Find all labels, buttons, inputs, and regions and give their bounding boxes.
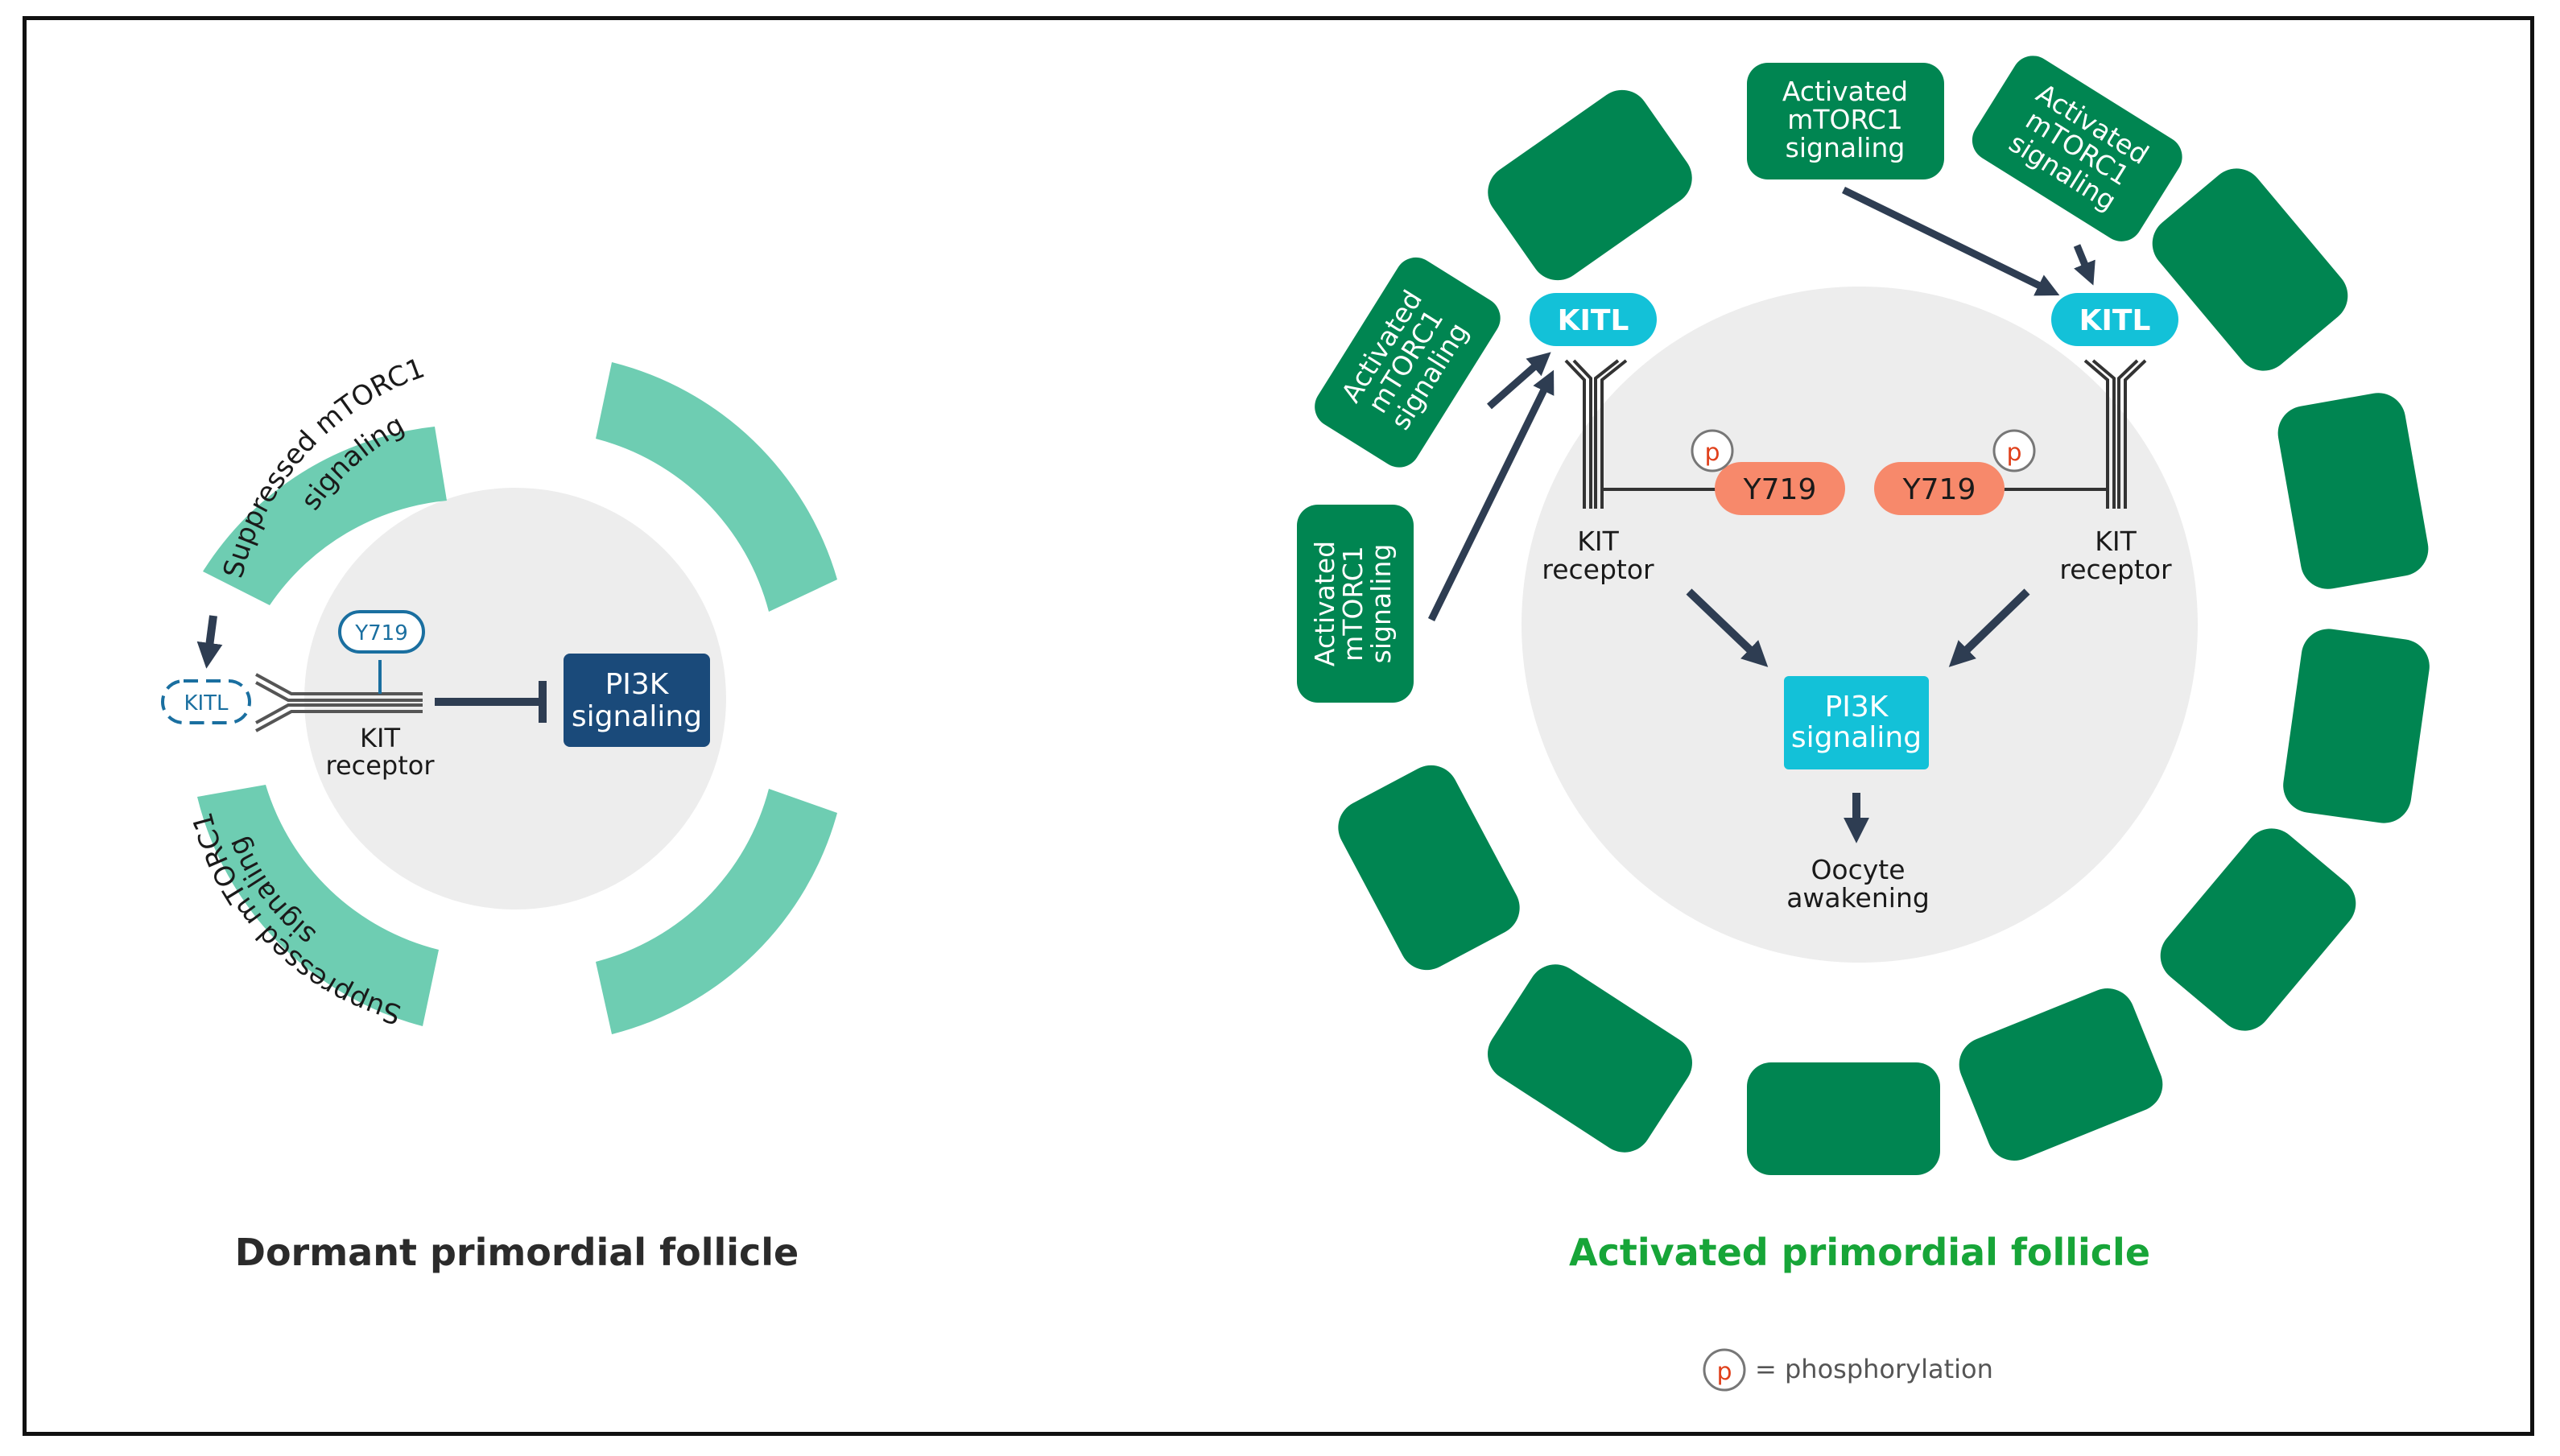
legend-phospho-icon xyxy=(1703,1348,1746,1392)
oocyte-awakening-label: Oocyte xyxy=(1811,854,1905,885)
granulosa-cell xyxy=(1747,1062,1940,1175)
kitl-badge-right xyxy=(2051,293,2178,346)
activated-pi3k-label-2: signaling xyxy=(1791,721,1922,754)
oocyte-awakening-label-2: awakening xyxy=(1786,882,1930,914)
kit-label-right-2: receptor xyxy=(2059,554,2172,585)
y719-badge-right xyxy=(1874,462,2005,515)
y719-label-right: Y719 xyxy=(1902,473,1976,506)
activated-title: Activated primordial follicle xyxy=(1569,1231,2150,1274)
granulosa-cell xyxy=(1488,89,1692,281)
kit-label-left-2: receptor xyxy=(1542,554,1654,585)
arrow-mtorc1-to-kitl xyxy=(1842,186,2060,296)
svg-text:mTORC1: mTORC1 xyxy=(1337,546,1369,662)
dormant-title: Dormant primordial follicle xyxy=(235,1231,799,1274)
dormant-kit-receptor-label-2: receptor xyxy=(325,750,435,781)
dormant-kitl-badge xyxy=(161,679,251,724)
activated-pi3k-box xyxy=(1784,676,1929,769)
y719-badge-left xyxy=(1715,462,1845,515)
mtorc1-cell-top-right: Activated mTORC1 signaling xyxy=(1972,56,2182,241)
phospho-label-left: p xyxy=(1704,439,1720,467)
mtorc1-cell-left-lower: Activated mTORC1 signaling xyxy=(1297,505,1414,703)
granulosa-cell xyxy=(2283,629,2430,823)
dormant-follicle: Suppressed mTORC1 signaling Suppressed m… xyxy=(161,352,837,1274)
arrow-mtorc1-to-kitl xyxy=(1487,352,1551,410)
y719-label-left: Y719 xyxy=(1743,473,1817,506)
kitl-badge-left xyxy=(1530,293,1657,346)
dormant-pi3k-box xyxy=(564,654,710,747)
granulosa-cell xyxy=(2152,168,2348,371)
dormant-granulosa-bottom-right xyxy=(596,789,837,1034)
dormant-kitl-label: KITL xyxy=(184,691,229,716)
dormant-granulosa-top-left xyxy=(203,427,447,605)
kit-receptor-right xyxy=(2001,359,2147,509)
svg-text:Activated: Activated xyxy=(1309,541,1340,666)
mtorc1-cell-top: Activated mTORC1 signaling xyxy=(1747,63,1944,179)
activated-follicle: Activated mTORC1 signaling Activated mTO… xyxy=(1297,56,2430,1392)
dormant-y719-label: Y719 xyxy=(354,621,408,646)
legend-phospho-p: p xyxy=(1716,1358,1732,1386)
phospho-label-right: p xyxy=(2006,439,2021,467)
dormant-pi3k-label-2: signaling xyxy=(572,700,702,733)
granulosa-cell xyxy=(1338,765,1520,971)
arrow-mtorc1-to-kitl xyxy=(2073,244,2095,286)
granulosa-cell xyxy=(1488,964,1692,1153)
figure-frame xyxy=(23,16,2534,1436)
kit-label-left: KIT xyxy=(1577,526,1619,557)
granulosa-cell xyxy=(2277,393,2429,589)
svg-text:Activated: Activated xyxy=(1782,76,1908,107)
dormant-pi3k-label: PI3K xyxy=(605,668,670,701)
arrow-to-pi3k-right xyxy=(1948,588,2030,667)
granulosa-cell xyxy=(1959,988,2163,1161)
legend-text: = phosphorylation xyxy=(1755,1354,1993,1384)
kitl-label-right: KITL xyxy=(2079,304,2151,337)
mtorc1-cell-left-upper: Activated mTORC1 signaling xyxy=(1315,257,1501,468)
kit-label-right: KIT xyxy=(2095,526,2137,557)
dormant-arrow-to-kitl xyxy=(196,615,223,669)
dormant-granulosa-top-right xyxy=(596,362,837,612)
svg-text:mTORC1: mTORC1 xyxy=(1787,104,1903,135)
phospho-badge-right xyxy=(1992,429,2036,472)
arrow-to-pi3k-left xyxy=(1686,588,1769,667)
svg-text:signaling: signaling xyxy=(1365,544,1397,664)
arrow-mtorc1-to-kitl xyxy=(1427,369,1555,621)
phospho-badge-left xyxy=(1691,429,1734,472)
dormant-y719-badge xyxy=(338,610,425,654)
dormant-granulosa-bottom-left xyxy=(197,785,439,1026)
granulosa-cell xyxy=(2160,828,2356,1031)
activated-pi3k-label: PI3K xyxy=(1825,691,1889,724)
dormant-kit-receptor-label: KIT xyxy=(360,723,400,753)
kitl-label-left: KITL xyxy=(1558,304,1629,337)
dormant-kit-receptor xyxy=(255,660,423,732)
svg-text:signaling: signaling xyxy=(1786,132,1906,163)
kit-receptor-left xyxy=(1564,359,1723,509)
